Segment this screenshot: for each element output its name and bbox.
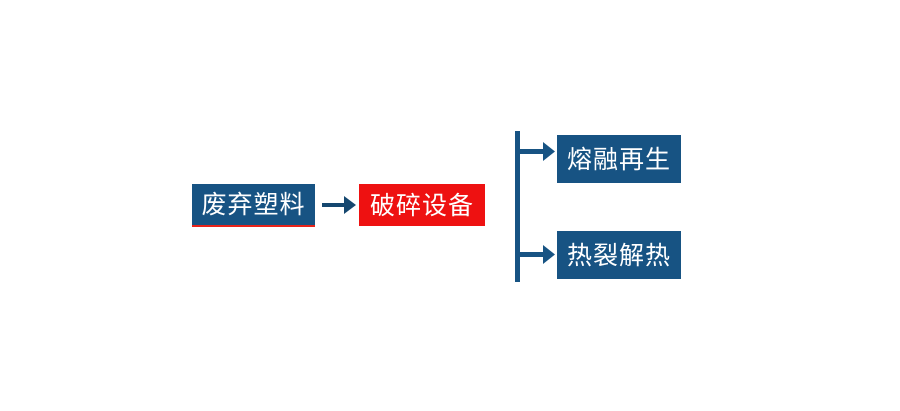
arrow-right-icon	[322, 192, 358, 218]
node-melt-regeneration-label: 熔融再生	[566, 144, 671, 174]
node-melt-regeneration[interactable]: 熔融再生	[557, 135, 681, 183]
node-pyrolysis-heat-label: 热裂解热	[566, 240, 671, 270]
node-crusher[interactable]: 破碎设备	[359, 184, 485, 226]
node-waste-plastic-label: 废弃塑料	[201, 190, 306, 219]
node-crusher-label: 破碎设备	[369, 190, 474, 220]
branch-arrows-icon	[505, 126, 561, 286]
node-pyrolysis-heat[interactable]: 热裂解热	[557, 231, 681, 279]
node-waste-plastic[interactable]: 废弃塑料	[192, 184, 315, 227]
